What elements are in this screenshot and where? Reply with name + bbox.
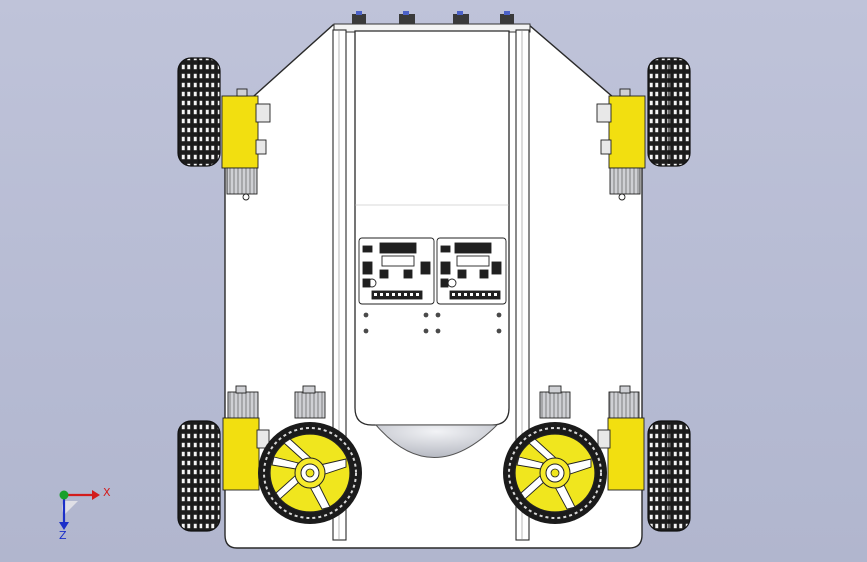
- tire-bottom-right: [647, 420, 691, 532]
- tire-bottom-left: [177, 420, 221, 532]
- center-plate: [354, 30, 510, 426]
- motor-bottom-right-outer: [597, 385, 645, 491]
- motor-bottom-right-inner: [539, 385, 571, 419]
- mounting-holes: [363, 312, 502, 334]
- z-axis-label: Z: [59, 529, 67, 542]
- tire-top-right: [647, 57, 691, 167]
- top-connectors: [352, 11, 514, 24]
- driver-board-right: [436, 237, 507, 305]
- x-axis-label: X: [103, 486, 111, 499]
- motor-bottom-left-outer: [222, 385, 270, 491]
- motor-top-left: [221, 88, 271, 201]
- y-axis-dot: [59, 490, 69, 500]
- ball-caster: [374, 424, 499, 458]
- tire-top-left: [177, 57, 221, 167]
- driver-board-left: [358, 237, 435, 305]
- wheel-yellow-right: [503, 422, 607, 524]
- coordinate-triad: [59, 490, 100, 530]
- motor-top-right: [596, 88, 646, 201]
- motor-bottom-left-inner: [294, 385, 326, 419]
- wheel-yellow-left: [258, 422, 362, 524]
